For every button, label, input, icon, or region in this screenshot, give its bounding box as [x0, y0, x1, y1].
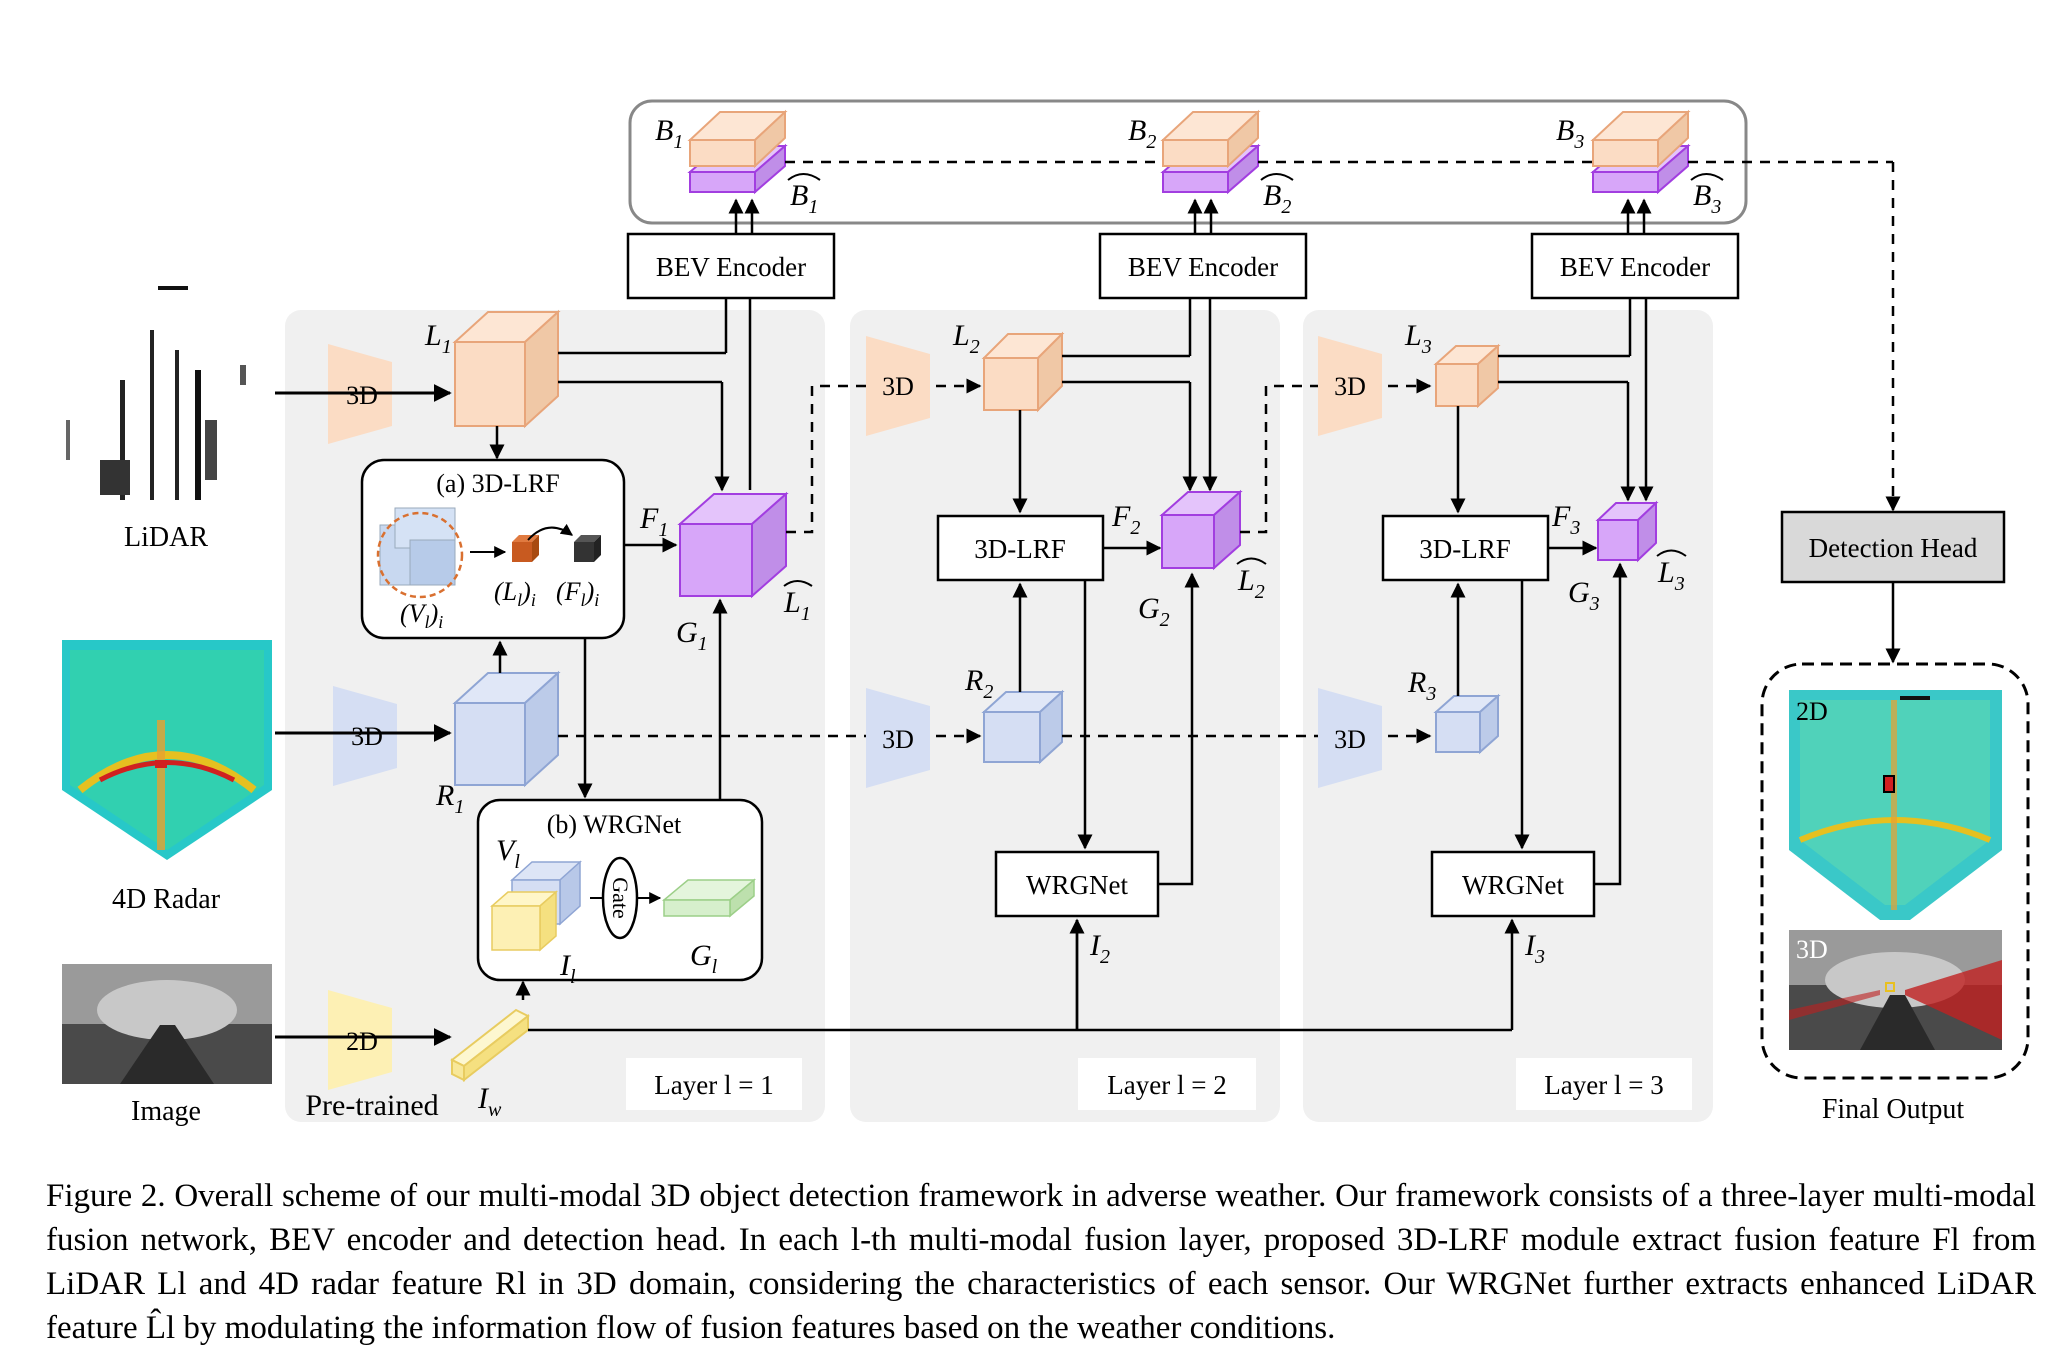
voxel-grid-icon	[376, 507, 464, 599]
detection-head-label: Detection Head	[1809, 533, 1978, 563]
lidar-3d-stem-3-label: 3D	[1334, 372, 1366, 401]
radar-3d-stem	[333, 686, 397, 786]
bev-encoder-2-label: BEV Encoder	[1128, 252, 1278, 282]
output-3d-label: 3D	[1796, 935, 1828, 964]
wrgnet-module-2[interactable]	[994, 850, 1160, 918]
output-3d-image	[1789, 930, 2002, 1050]
bev-encoder-1[interactable]	[626, 232, 836, 300]
wrgnet-module-3[interactable]	[1430, 850, 1596, 918]
fi-symbol: (Fl)i	[556, 577, 599, 610]
bev-encoder-1-label: BEV Encoder	[656, 252, 806, 282]
figure-caption: Figure 2. Overall scheme of our multi-mo…	[46, 1174, 2036, 1350]
bev-feature-b2	[1160, 109, 1261, 195]
radar-3d-stem-2	[866, 688, 930, 788]
output-2d-image	[1789, 690, 2002, 920]
lrf-module-2-label: 3D-LRF	[974, 534, 1066, 564]
final-output-label: Final Output	[1822, 1094, 1965, 1125]
fusion-feature-f1-cube	[677, 491, 789, 599]
lrf-inset	[360, 458, 626, 640]
lidar-label: LiDAR	[124, 522, 208, 553]
radar-3d-stem-2-label: 3D	[882, 725, 914, 754]
image-2d-stem-label: 2D	[346, 1027, 378, 1056]
layer-3-label: Layer l = 3	[1544, 1070, 1663, 1100]
lrf-module-3-label: 3D-LRF	[1419, 534, 1511, 564]
radar-feature-r2-cube	[981, 689, 1065, 765]
lrf-inset-title: (a) 3D-LRF	[436, 469, 559, 498]
b1hat-label: B1	[790, 179, 818, 218]
radar-3d-stem-3-label: 3D	[1334, 725, 1366, 754]
camera-image	[62, 964, 272, 1084]
image-label: Image	[131, 1096, 201, 1127]
lidar-3d-stem-2-label: 3D	[882, 372, 914, 401]
b2-label: B2	[1128, 114, 1156, 153]
lrf-module-2[interactable]	[936, 514, 1105, 582]
il-cube	[490, 890, 558, 952]
bev-encoder-3[interactable]	[1530, 232, 1740, 300]
layer-1-label: Layer l = 1	[654, 1070, 773, 1100]
b1-label: B1	[655, 114, 683, 153]
gl-cube	[661, 878, 757, 918]
vi-symbol: (Vl)i	[400, 599, 443, 632]
layer-1-label-box	[626, 1058, 802, 1110]
lidar-3d-stem-2	[866, 336, 930, 436]
lidar-feature-l1-cube	[452, 309, 561, 429]
image-2d-stem	[328, 990, 392, 1090]
layer-2-label: Layer l = 2	[1107, 1070, 1226, 1100]
layer-2-label-box	[1078, 1058, 1256, 1110]
fusion-feature-f3-cube	[1595, 500, 1659, 563]
lidar-3d-stem-label: 3D	[346, 381, 378, 410]
b3-label: B3	[1556, 114, 1584, 153]
radar-feature-r3-cube	[1433, 693, 1501, 755]
lidar-feature-l3-cube	[1433, 343, 1501, 409]
wrgnet-inset-title: (b) WRGNet	[547, 810, 682, 839]
layer-3-label-box	[1516, 1058, 1692, 1110]
caption-label: Figure 2.	[46, 1178, 166, 1214]
bev-encoder-3-label: BEV Encoder	[1560, 252, 1710, 282]
image-feature-iw	[450, 1008, 530, 1083]
fusion-voxel-icon	[574, 542, 594, 562]
gate-label: Gate	[608, 877, 633, 919]
wrgnet-module-3-label: WRGNet	[1462, 870, 1564, 900]
output-2d-label: 2D	[1796, 697, 1828, 726]
caption-text: Overall scheme of our multi-modal 3D obj…	[46, 1178, 2036, 1346]
radar-3d-stem-3	[1318, 688, 1382, 788]
gl-symbol: Gl	[690, 939, 718, 978]
bev-feature-b3	[1590, 109, 1691, 195]
radar-image	[62, 640, 272, 860]
b2hat-label: B2	[1263, 179, 1291, 218]
bev-encoder-2[interactable]	[1098, 232, 1308, 300]
lidar-image	[62, 282, 272, 504]
radar-feature-r1-cube	[452, 670, 561, 788]
lidar-3d-stem-3	[1318, 336, 1382, 436]
bev-feature-b1	[687, 109, 788, 195]
fusion-feature-f2-cube	[1159, 489, 1243, 571]
lidar-feature-l2-cube	[981, 331, 1065, 413]
li-symbol: (Ll)i	[494, 577, 536, 610]
pretrained-label: Pre-trained	[305, 1089, 438, 1122]
radar-label: 4D Radar	[112, 884, 221, 915]
radar-3d-stem-label: 3D	[351, 722, 383, 751]
b3hat-label: B3	[1693, 179, 1721, 218]
lidar-voxel-icon	[512, 542, 532, 562]
wrgnet-module-2-label: WRGNet	[1026, 870, 1128, 900]
